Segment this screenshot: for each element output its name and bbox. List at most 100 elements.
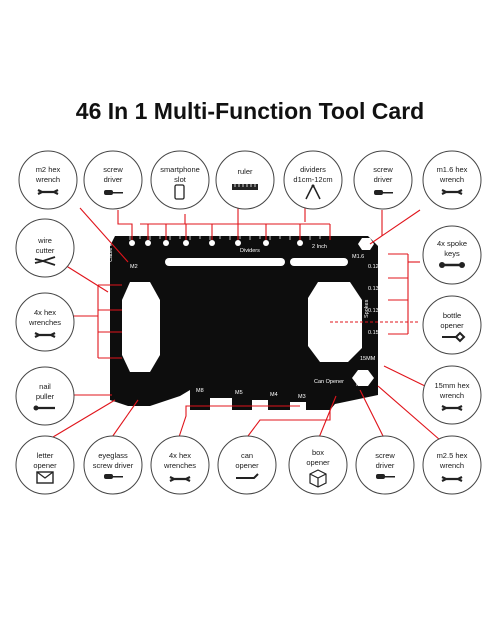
- label-spoke-4: 0.156": [368, 330, 384, 336]
- label-cable-cutter: Cable Cutter: [108, 231, 114, 262]
- label-m3: M3: [298, 394, 306, 400]
- spoke-key-icon: [439, 262, 465, 268]
- label-spoke-1: 0.127": [368, 264, 384, 270]
- feature-m16-hex-wrench: m1.6 hex wrench: [422, 150, 482, 210]
- label-inch: 2 Inch: [312, 244, 327, 250]
- feature-m25-hex-wrench: m2.5 hex wrench: [422, 435, 482, 495]
- screwdriver-icon: [374, 190, 393, 195]
- svg-text:puller: puller: [36, 392, 55, 401]
- label-spokes: Spokes: [364, 299, 370, 318]
- svg-text:smartphone: smartphone: [160, 165, 200, 174]
- pliers-icon: [34, 256, 56, 266]
- can-opener-icon: [236, 473, 259, 479]
- label-m25: M2.5: [356, 382, 368, 388]
- feature-m2-hex-wrench: m2 hex wrench: [18, 150, 78, 210]
- label-smart-phone-slot: Smart Phone Slot: [178, 261, 222, 267]
- feature-ruler: ruler: [215, 150, 275, 210]
- svg-text:ruler: ruler: [237, 167, 253, 176]
- screwdriver-icon: [104, 190, 123, 195]
- feature-letter-opener: letter opener: [15, 435, 75, 495]
- svg-text:4x hex: 4x hex: [34, 308, 56, 317]
- feature-screw-driver-bottom: screw driver: [355, 435, 415, 495]
- bottle-icon: [442, 331, 466, 343]
- feature-smartphone-slot: smartphone slot: [150, 150, 210, 210]
- svg-text:wrench: wrench: [439, 461, 464, 470]
- phone-icon: [174, 184, 185, 200]
- page-title: 46 In 1 Multi-Function Tool Card: [75, 98, 425, 124]
- feature-15mm-hex-wrench: 15mm hex wrench: [422, 365, 482, 425]
- screwdriver-icon: [104, 474, 123, 479]
- svg-text:dividers: dividers: [300, 165, 326, 174]
- label-spoke-2: 0.130": [368, 286, 384, 292]
- label-spoke-3: 0.136": [368, 308, 384, 314]
- svg-text:wire: wire: [37, 236, 52, 245]
- svg-text:wrench: wrench: [439, 391, 464, 400]
- svg-text:m2 hex: m2 hex: [36, 165, 61, 174]
- feature-dividers: dividers d1cm-12cm: [283, 150, 343, 210]
- svg-text:letter: letter: [37, 451, 54, 460]
- svg-text:bottle: bottle: [443, 311, 461, 320]
- wrench-icon: [441, 476, 463, 482]
- svg-text:keys: keys: [444, 249, 460, 258]
- svg-text:cutter: cutter: [36, 246, 55, 255]
- feature-screw-driver-top: screw driver: [83, 150, 143, 210]
- svg-text:opener: opener: [440, 321, 464, 330]
- label-dividers: Dividers: [240, 248, 260, 254]
- ruler-icon: [232, 184, 258, 190]
- wrench-icon: [37, 189, 59, 195]
- feature-box-opener: box opener: [288, 435, 348, 495]
- wrench-icon: [34, 332, 56, 338]
- screwdriver-icon: [376, 474, 395, 479]
- label-m2: M2: [130, 264, 138, 270]
- svg-text:driver: driver: [104, 175, 123, 184]
- label-butterfly-wrench: Butterfly Wrench: [304, 261, 345, 267]
- svg-text:screw: screw: [375, 451, 395, 460]
- svg-text:wrenches: wrenches: [163, 461, 196, 470]
- wrench-icon: [441, 405, 463, 411]
- label-m8: M8: [196, 388, 204, 394]
- leader-lines: [47, 207, 441, 441]
- svg-text:box: box: [312, 448, 324, 457]
- envelope-icon: [36, 471, 54, 484]
- svg-text:opener: opener: [33, 461, 57, 470]
- svg-text:15mm hex: 15mm hex: [434, 381, 469, 390]
- svg-text:opener: opener: [235, 461, 259, 470]
- svg-text:opener: opener: [306, 458, 330, 467]
- svg-text:m1.6 hex: m1.6 hex: [437, 165, 468, 174]
- svg-text:m2.5 hex: m2.5 hex: [437, 451, 468, 460]
- feature-nail-puller: nail puller: [15, 366, 75, 426]
- svg-text:screw driver: screw driver: [93, 461, 134, 470]
- svg-text:wrench: wrench: [35, 175, 60, 184]
- label-m4: M4: [270, 392, 278, 398]
- svg-text:4x hex: 4x hex: [169, 451, 191, 460]
- feature-can-opener: can opener: [217, 435, 277, 495]
- svg-text:nail: nail: [39, 382, 51, 391]
- svg-text:screw: screw: [373, 165, 393, 174]
- svg-text:wrench: wrench: [439, 175, 464, 184]
- feature-hex-wrenches-left: 4x hex wrenches: [15, 292, 75, 352]
- svg-text:d1cm-12cm: d1cm-12cm: [293, 175, 332, 184]
- svg-text:wrenches: wrenches: [28, 318, 61, 327]
- label-m5: M5: [235, 390, 243, 396]
- svg-text:can: can: [241, 451, 253, 460]
- feature-screw-driver-top2: screw driver: [353, 150, 413, 210]
- hammer-icon: [33, 405, 55, 411]
- feature-wire-cutter: wire cutter: [15, 218, 75, 278]
- svg-text:screw: screw: [103, 165, 123, 174]
- feature-spoke-keys: 4x spoke keys: [422, 225, 482, 285]
- svg-text:slot: slot: [174, 175, 187, 184]
- svg-text:4x spoke: 4x spoke: [437, 239, 467, 248]
- feature-eyeglass-driver: eyeglass screw driver: [83, 435, 143, 495]
- wrench-icon: [169, 476, 191, 482]
- wrench-icon: [441, 189, 463, 195]
- label-15mm: 15MM: [360, 356, 376, 362]
- box-icon: [309, 469, 327, 488]
- feature-bottle-opener: bottle opener: [422, 295, 482, 355]
- svg-text:driver: driver: [374, 175, 393, 184]
- label-can-opener: Can Opener: [314, 379, 344, 385]
- svg-text:eyeglass: eyeglass: [98, 451, 128, 460]
- feature-hex-wrenches-bottom: 4x hex wrenches: [150, 435, 210, 495]
- svg-text:driver: driver: [376, 461, 395, 470]
- compass-icon: [305, 184, 321, 200]
- label-m16: M1.6: [352, 254, 364, 260]
